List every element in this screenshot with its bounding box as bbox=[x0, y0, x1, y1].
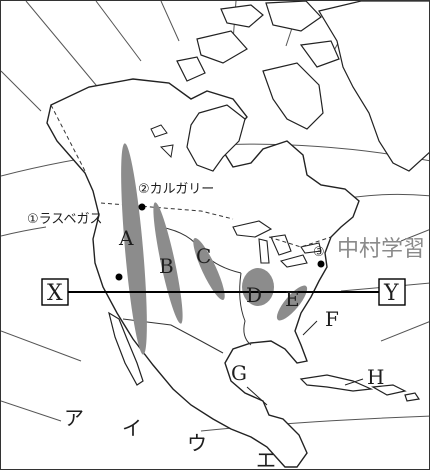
city-markers bbox=[115, 203, 325, 281]
city-new-york-number: ③ bbox=[313, 245, 325, 260]
zone-c bbox=[193, 238, 225, 300]
label-b: B bbox=[159, 254, 174, 278]
greenland bbox=[318, 1, 429, 172]
watermark: 中村学習 bbox=[337, 237, 425, 262]
zone-d bbox=[242, 268, 274, 306]
marker-calgary bbox=[138, 203, 146, 211]
pointer-lines bbox=[246, 320, 364, 406]
arctic-islands bbox=[176, 1, 340, 82]
caribbean-islands bbox=[299, 374, 421, 402]
marker-new-york bbox=[317, 260, 325, 268]
city-calgary: ②カルガリー bbox=[138, 182, 214, 197]
zone-e bbox=[276, 285, 308, 321]
label-y: Y bbox=[383, 281, 399, 306]
endpoint-y: Y bbox=[378, 278, 406, 306]
shaded-zones bbox=[121, 143, 308, 355]
ocean-label-a: ア bbox=[64, 406, 84, 430]
zone-b bbox=[153, 202, 183, 324]
label-x: X bbox=[47, 281, 63, 306]
northern-lakes bbox=[150, 124, 174, 159]
ocean-labels: ア イ ウ エ bbox=[64, 406, 276, 470]
ocean-label-e: エ bbox=[256, 448, 276, 470]
hudson-bay bbox=[186, 104, 246, 172]
borders bbox=[50, 104, 332, 248]
label-d: D bbox=[246, 283, 262, 307]
label-e: E bbox=[285, 287, 300, 311]
zone-a bbox=[121, 143, 147, 355]
label-a: A bbox=[118, 226, 134, 250]
ocean-label-i: イ bbox=[122, 416, 142, 440]
label-h: H bbox=[367, 365, 384, 389]
city-las-vegas: ①ラスベガス bbox=[27, 212, 102, 227]
baffin-island bbox=[262, 62, 324, 130]
label-g: G bbox=[231, 361, 247, 385]
label-f: F bbox=[325, 307, 339, 331]
marker-las-vegas bbox=[115, 273, 123, 281]
label-c: C bbox=[196, 244, 211, 268]
ocean-label-u: ウ bbox=[187, 431, 207, 455]
endpoint-x: X bbox=[41, 278, 69, 306]
baja-california bbox=[108, 311, 144, 386]
region-labels: A B C D E F G H bbox=[118, 226, 384, 389]
great-lakes bbox=[232, 220, 322, 268]
